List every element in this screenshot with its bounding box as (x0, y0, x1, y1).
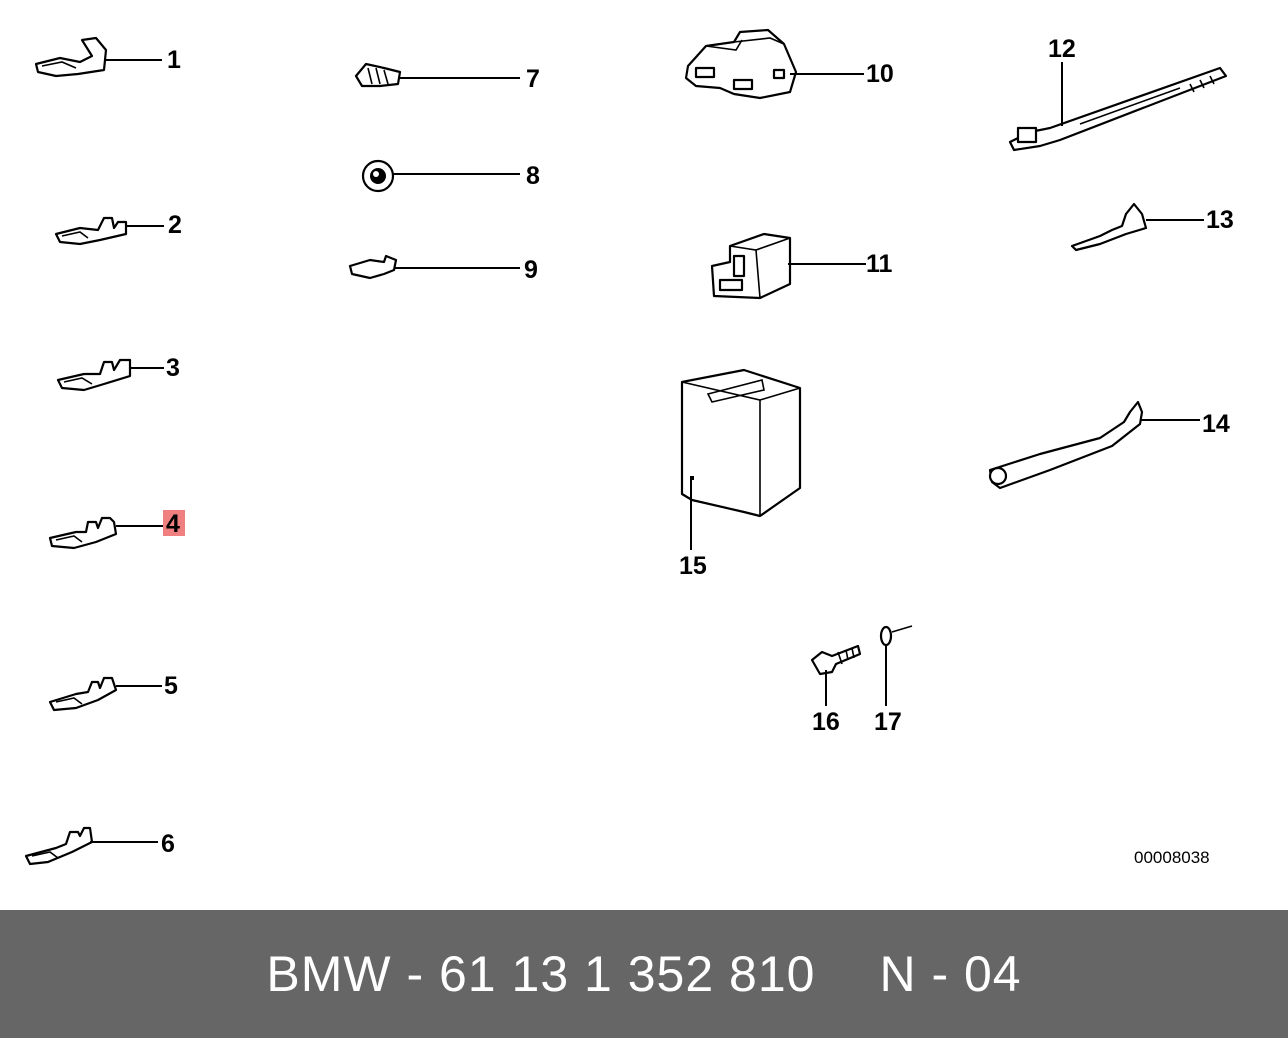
part-17-washer (879, 625, 913, 706)
part-10-connector-housing (684, 28, 864, 100)
part-11-relay-socket (710, 232, 866, 300)
callout-17[interactable]: 17 (874, 708, 902, 736)
callout-6[interactable]: 6 (161, 830, 175, 858)
part-7-terminal (354, 62, 520, 88)
callout-15[interactable]: 15 (679, 552, 707, 580)
part-2-terminal (54, 216, 164, 246)
part-15-relay-cover (680, 368, 802, 550)
part-14-ground-strap (988, 400, 1200, 490)
part-1-terminal (34, 36, 162, 78)
callout-9[interactable]: 9 (524, 256, 538, 284)
part-4-terminal (48, 516, 164, 550)
part-12-cable-tie (1008, 62, 1228, 152)
callout-16[interactable]: 16 (812, 708, 840, 736)
part-16-screw (810, 644, 862, 706)
callout-8[interactable]: 8 (526, 162, 540, 190)
part-13-pin-terminal (1070, 202, 1204, 252)
part-5-terminal (48, 676, 162, 712)
callout-5[interactable]: 5 (164, 672, 178, 700)
callout-7[interactable]: 7 (526, 65, 540, 93)
callout-10[interactable]: 10 (866, 60, 894, 88)
callout-12[interactable]: 12 (1048, 35, 1076, 63)
part-6-terminal (24, 826, 158, 866)
part-number-text: BMW - 61 13 1 352 810 (266, 946, 816, 1002)
callout-11[interactable]: 11 (866, 250, 893, 278)
callout-13[interactable]: 13 (1206, 206, 1234, 234)
callout-14[interactable]: 14 (1202, 410, 1230, 438)
reference-code: 00008038 (1134, 848, 1210, 867)
parts-diagram: 1 2 3 4 5 6 7 (24, 28, 1234, 867)
footer-bar: BMW - 61 13 1 352 810 N - 04 (0, 910, 1288, 1038)
part-3-terminal (56, 358, 164, 392)
callout-4[interactable]: 4 (166, 510, 180, 538)
position-text: N - 04 (879, 946, 1022, 1002)
part-8-grommet (361, 159, 520, 193)
callout-3[interactable]: 3 (166, 354, 180, 382)
callout-2[interactable]: 2 (168, 211, 182, 239)
part-9-plug (348, 254, 520, 280)
callout-1[interactable]: 1 (167, 46, 181, 74)
callout-4-highlight (163, 510, 185, 536)
